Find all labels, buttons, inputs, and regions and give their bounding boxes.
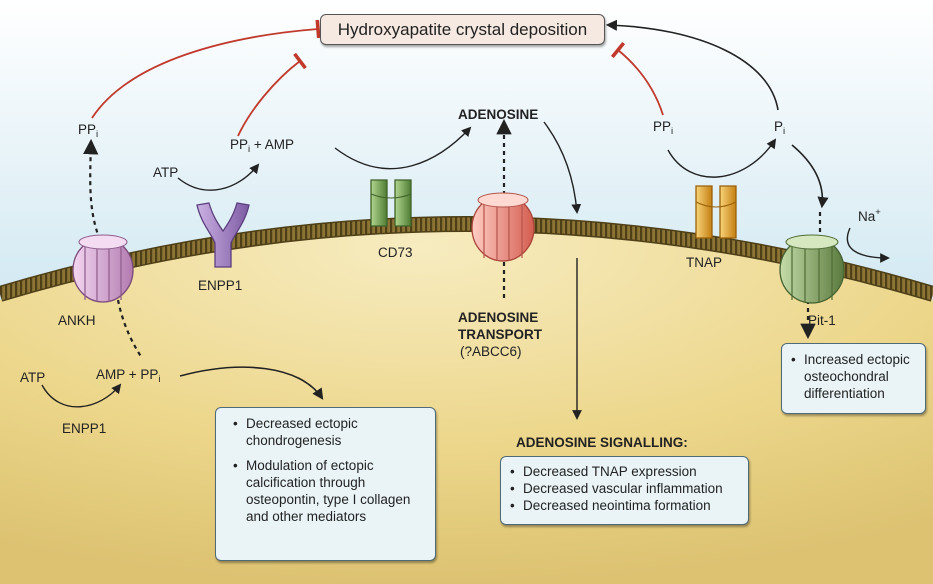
chondro-item-1: Decreased ectopic chondrogenesis xyxy=(233,415,429,449)
arrow-amp-to-adenosine xyxy=(334,126,472,170)
dashed-ankh-to-ppi xyxy=(82,138,102,241)
diagram-title: Hydroxyapatite crystal deposition xyxy=(337,20,588,39)
ppi-left-label: PPi xyxy=(78,122,99,140)
arrow-ppi-to-chondro-box xyxy=(179,366,324,400)
tnap-protein xyxy=(695,185,737,239)
ankh-protein xyxy=(72,234,134,303)
arrow-pi-to-pit1 xyxy=(791,144,829,209)
pit1-protein xyxy=(779,234,845,304)
arrow-atp-to-amp-ppi xyxy=(41,383,122,408)
osteochondral-box: Increased ectopic osteochondral differen… xyxy=(781,343,926,414)
adenosine-transport-label: ADENOSINE TRANSPORT (?ABCC6) xyxy=(458,309,542,360)
transport-line-2: TRANSPORT xyxy=(458,327,542,342)
tnap-label: TNAP xyxy=(686,255,723,270)
amp-ppi-bottom-label: AMP + PPi xyxy=(96,367,161,385)
ppi-amp-label: PPi + AMP xyxy=(230,137,295,155)
inhibition-line-ppi-left xyxy=(91,19,321,119)
enpp1-bottom-label: ENPP1 xyxy=(62,421,107,436)
signalling-item-2: Decreased vascular inflammation xyxy=(510,480,742,497)
chondro-item-2: Modulation of ectopic calcification thro… xyxy=(233,457,429,525)
dashed-ppi-to-ankh xyxy=(116,299,143,359)
adenosine-transporter xyxy=(471,192,535,262)
atp-bottom-label: ATP xyxy=(20,370,46,385)
ankh-label: ANKH xyxy=(58,313,96,328)
chondrogenesis-box: Decreased ectopic chondrogenesis Modulat… xyxy=(215,407,436,561)
arrow-sodium-efflux xyxy=(846,227,890,263)
pi-right-label: Pi xyxy=(774,119,786,137)
cd73-label: CD73 xyxy=(378,245,413,260)
cd73-protein xyxy=(370,179,412,227)
arrow-atp-to-ppi-amp xyxy=(177,163,260,191)
ppi-right-label: PPi xyxy=(653,119,674,137)
arrow-adenosine-to-cell xyxy=(543,121,582,214)
atp-top-label: ATP xyxy=(153,165,179,180)
pit1-label: Pit-1 xyxy=(808,313,836,328)
adenosine-signalling-title: ADENOSINE SIGNALLING: xyxy=(516,435,688,450)
sodium-label: Na+ xyxy=(858,207,881,224)
signalling-item-3: Decreased neointima formation xyxy=(510,497,742,514)
adenosine-label: ADENOSINE xyxy=(458,107,539,122)
signalling-item-1: Decreased TNAP expression xyxy=(510,463,742,480)
osteo-item-1: Increased ectopic osteochondral differen… xyxy=(791,351,921,402)
arrow-pi-to-hydroxyapatite xyxy=(605,19,779,111)
enpp1-protein xyxy=(196,202,250,268)
enpp1-label: ENPP1 xyxy=(198,278,243,293)
inhibition-line-ppi-amp xyxy=(237,52,307,137)
transport-line-1: ADENOSINE xyxy=(458,310,539,325)
inhibition-line-ppi-right xyxy=(610,41,664,116)
arrow-ppi-to-pi xyxy=(667,138,777,178)
hydroxyapatite-box: Hydroxyapatite crystal deposition xyxy=(320,14,605,45)
adenosine-signalling-box: Decreased TNAP expression Decreased vasc… xyxy=(500,456,749,525)
transport-line-3: (?ABCC6) xyxy=(460,344,522,359)
